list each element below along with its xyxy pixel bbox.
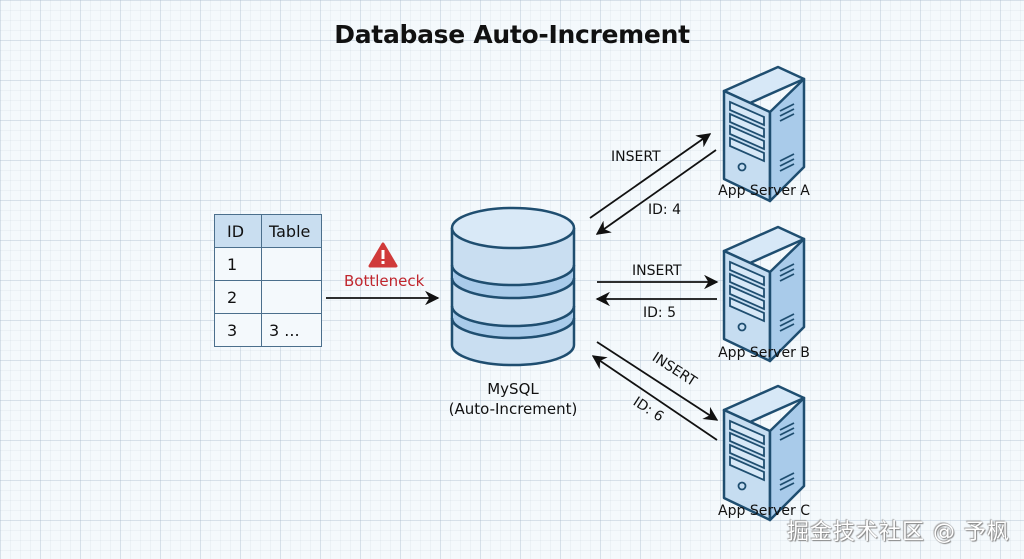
table-cell-value (261, 280, 322, 314)
server-label-c: App Server C (718, 503, 810, 519)
table-row: 1 (214, 247, 322, 281)
id-table: ID Table 1 2 3 3 ... (214, 214, 322, 347)
server-icon-c (722, 384, 806, 522)
table-row: 2 (214, 280, 322, 314)
server-label-a: App Server A (718, 183, 810, 199)
insert-arrow-a (589, 133, 712, 219)
server-label-b: App Server B (718, 345, 810, 361)
table-cell-id: 3 (214, 313, 262, 347)
table-cell-value (261, 247, 322, 281)
table-cell-value: 3 ... (261, 313, 322, 347)
response-arrow-c (591, 355, 718, 441)
database-name: MySQL (487, 380, 539, 398)
diagram-title: Database Auto-Increment (334, 20, 690, 49)
response-label-a: ID: 4 (648, 202, 681, 218)
response-label-b: ID: 5 (643, 305, 676, 321)
bottleneck-label: Bottleneck (344, 272, 425, 290)
database-subtitle: (Auto-Increment) (448, 400, 578, 418)
table-cell-id: 2 (214, 280, 262, 314)
table-header-row: ID Table (214, 214, 322, 248)
table-header-table: Table (261, 214, 322, 248)
insert-label-c: INSERT (649, 349, 700, 390)
table-header-id: ID (214, 214, 262, 248)
insert-arrow-c (596, 341, 719, 421)
insert-label-b: INSERT (632, 263, 682, 279)
insert-label-a: INSERT (611, 149, 661, 165)
server-icon-a (722, 65, 806, 203)
watermark: 掘金技术社区 @ 予枫 (787, 520, 1010, 545)
server-icon-b (722, 225, 806, 363)
response-arrow-a (595, 149, 717, 235)
table-row: 3 3 ... (214, 313, 322, 347)
response-label-c: ID: 6 (630, 394, 666, 425)
database-icon (450, 206, 576, 367)
warning-icon (368, 242, 398, 268)
